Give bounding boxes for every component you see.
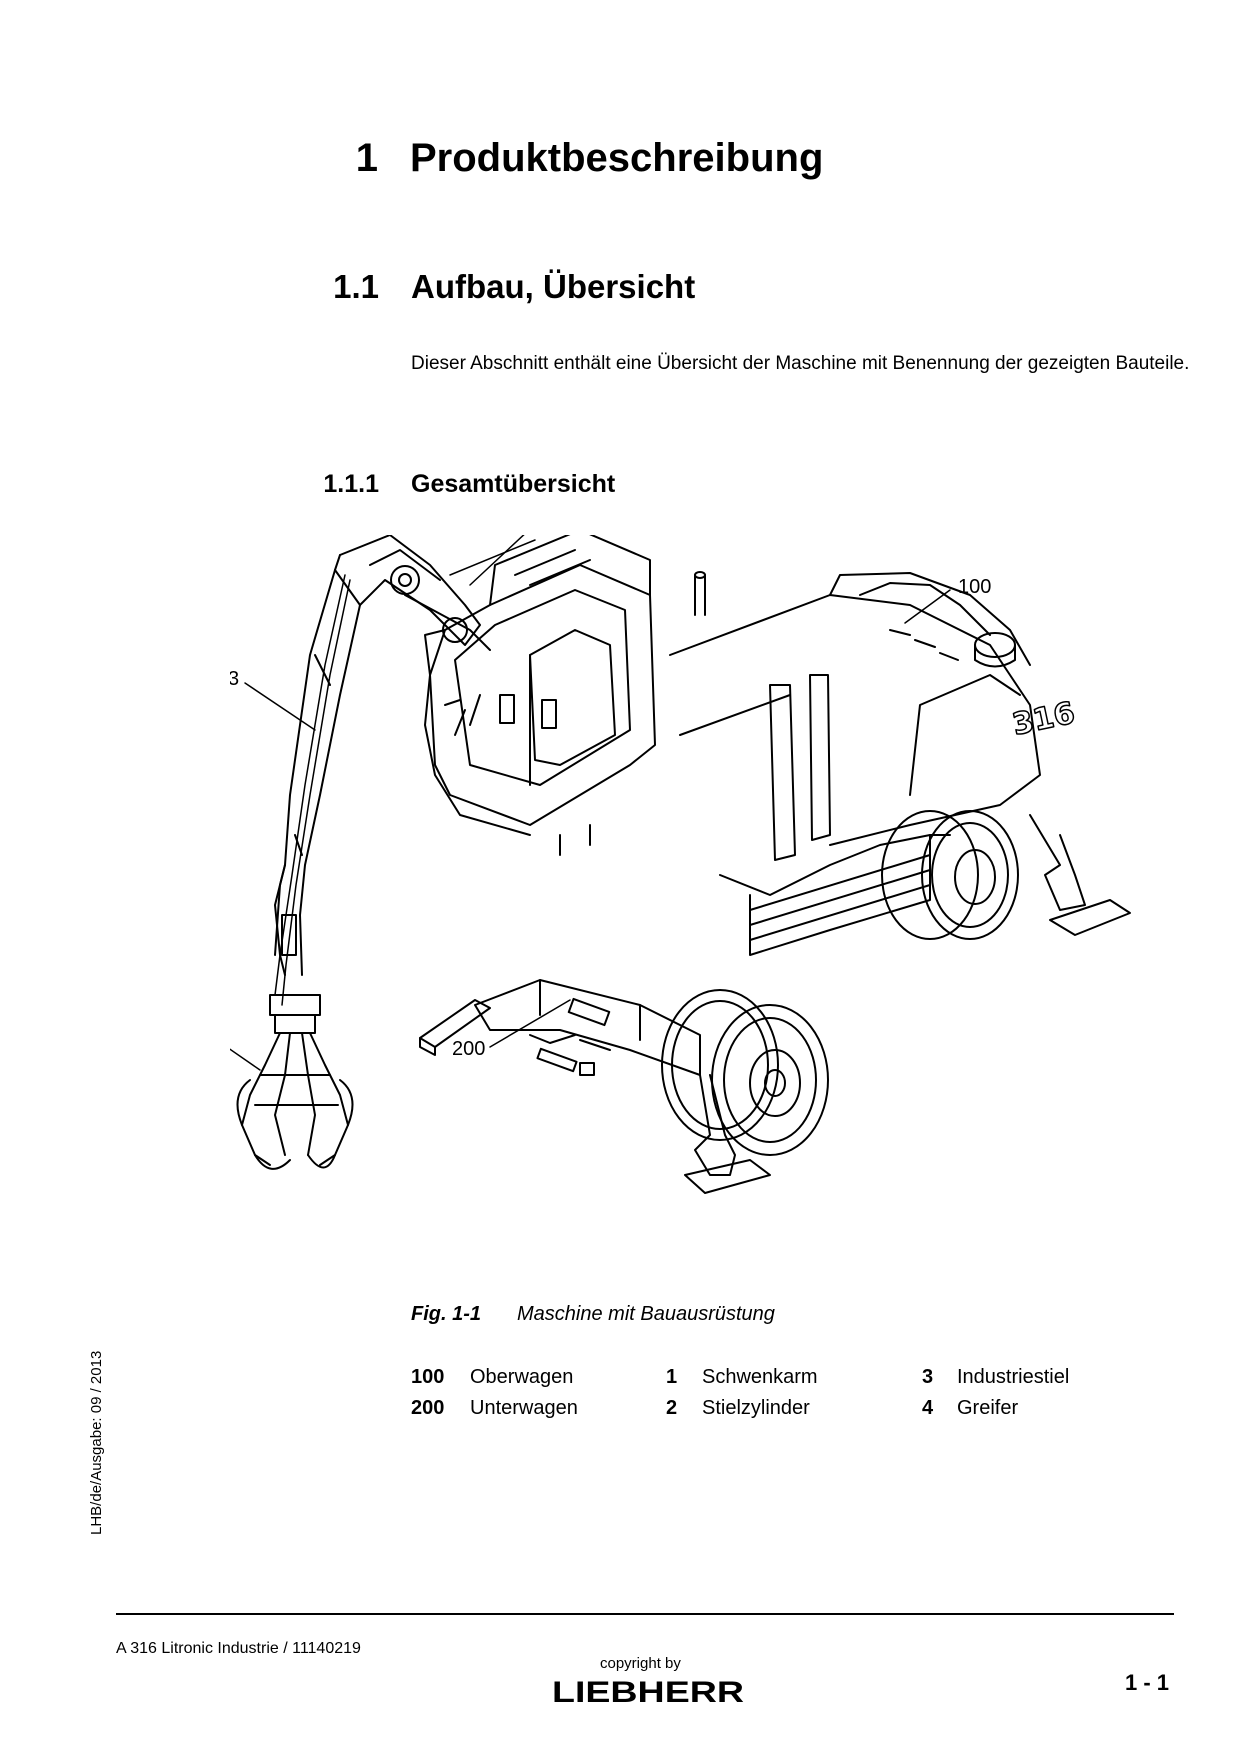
subsection-number: 1.1.1 — [323, 470, 379, 498]
legend-number: 3 — [922, 1366, 934, 1388]
section-number: 1.1 — [333, 268, 379, 305]
legend-number: 2 — [666, 1397, 678, 1419]
figure-label: Fig. 1-1 — [411, 1303, 482, 1325]
page-number: 1 - 1 — [1125, 1670, 1170, 1695]
legend-label: Stielzylinder — [702, 1397, 810, 1419]
section-heading: 1.1 Aufbau, Übersicht — [300, 268, 695, 306]
footer-rule — [116, 1613, 1174, 1615]
callout-200: 200 — [452, 1038, 485, 1060]
chapter-title: Produktbeschreibung — [410, 136, 824, 180]
rear-wheels — [881, 810, 1019, 940]
grapple — [236, 994, 354, 1170]
cab — [424, 535, 656, 856]
chapter-heading: 1 Produktbeschreibung — [300, 136, 824, 181]
legend-label: Oberwagen — [470, 1366, 574, 1388]
logo-text: LIEBHERR — [552, 1676, 744, 1706]
figure-caption-text: Maschine mit Bauausrüstung — [517, 1303, 775, 1325]
legend-label: Schwenkarm — [702, 1366, 818, 1388]
model-lettering: 316 — [1009, 696, 1078, 743]
legend-label: Unterwagen — [470, 1397, 578, 1419]
boom — [334, 535, 491, 651]
callout-leaders — [230, 535, 951, 1071]
callout-3: 3 — [230, 668, 239, 690]
figure-caption: Fig. 1-1 Maschine mit Bauausrüstung — [411, 1303, 775, 1326]
legend-label: Industriestiel — [957, 1366, 1070, 1388]
chapter-number: 1 — [355, 136, 378, 180]
section-title: Aufbau, Übersicht — [411, 268, 696, 305]
machine-drawing: 316 — [236, 535, 1131, 1194]
legend-number: 200 — [411, 1397, 445, 1419]
legend-number: 4 — [922, 1397, 934, 1419]
subsection-heading: 1.1.1 Gesamtübersicht — [300, 470, 615, 499]
copyright-text: copyright by — [600, 1655, 681, 1672]
footer-model: A 316 Litronic Industrie / 11140219 — [116, 1640, 361, 1657]
stick — [274, 569, 361, 976]
liebherr-logo: LIEBHERR — [552, 1676, 744, 1706]
machine-figure: 316 — [230, 535, 1131, 1194]
legend-label: Greifer — [957, 1397, 1019, 1419]
front-wheels — [661, 989, 829, 1156]
subsection-title: Gesamtübersicht — [411, 470, 616, 498]
intro-paragraph: Dieser Abschnitt enthält eine Übersicht … — [411, 353, 1190, 374]
legend-number: 100 — [411, 1366, 445, 1388]
callout-100: 100 — [958, 576, 991, 598]
legend-number: 1 — [666, 1366, 678, 1388]
edition-side-text: LHB/de/Ausgabe: 09 / 2013 — [88, 1350, 105, 1535]
